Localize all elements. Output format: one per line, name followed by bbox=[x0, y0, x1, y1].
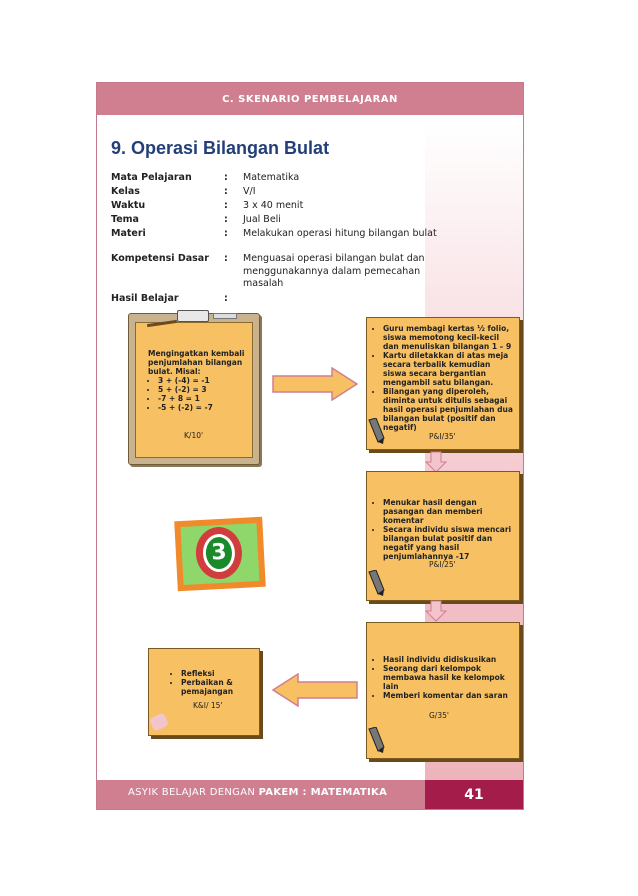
activity-item: Guru membagi kertas ½ folio, siswa memot… bbox=[383, 324, 513, 351]
info-key: Waktu bbox=[111, 200, 146, 211]
info-key: Hasil Belajar bbox=[111, 293, 179, 304]
activity-item: Secara individu siswa mencari bilangan b… bbox=[383, 525, 513, 561]
activity-item: Refleksi bbox=[181, 669, 255, 678]
board-item: -7 + 8 = 1 bbox=[158, 394, 248, 403]
activity-item: Memberi komentar dan saran bbox=[383, 691, 513, 700]
page-number: 41 bbox=[425, 780, 523, 809]
activity-item: Perbaikan & pemajangan bbox=[181, 678, 255, 696]
arrow-down-icon bbox=[425, 451, 447, 473]
activity-item: Kartu diletakkan di atas meja secara ter… bbox=[383, 351, 513, 387]
info-value: Menguasai operasi bilangan bulat dan men… bbox=[243, 253, 425, 289]
footer-prefix: ASYIK BELAJAR DENGAN bbox=[128, 787, 259, 798]
info-key: Tema bbox=[111, 214, 139, 225]
activity-box-3: Hasil individu didiskusikan Seorang dari… bbox=[366, 622, 520, 759]
activity-item: Bilangan yang diperoleh, diminta untuk d… bbox=[383, 387, 513, 432]
activity-box-2: Menukar hasil dengan pasangan dan member… bbox=[366, 471, 520, 601]
board-item: 5 + (-2) = 3 bbox=[158, 385, 248, 394]
info-colon: : bbox=[224, 200, 228, 211]
info-key: Materi bbox=[111, 228, 146, 239]
info-colon: : bbox=[224, 293, 228, 304]
activity-item: Seorang dari kelompok membawa hasil ke k… bbox=[383, 664, 513, 691]
info-colon: : bbox=[224, 228, 228, 239]
board-code: K/10' bbox=[184, 431, 204, 440]
arrow-right-icon bbox=[272, 367, 358, 401]
info-value: Matematika bbox=[243, 172, 300, 183]
info-colon: : bbox=[224, 172, 228, 183]
decorative-number-badge: 3 bbox=[174, 516, 266, 592]
board-item: -5 + (-2) = -7 bbox=[158, 403, 248, 412]
activity-code: P&I/25' bbox=[429, 560, 456, 569]
activity-box-4: Refleksi Perbaikan & pemajangan K&I/ 15' bbox=[148, 648, 260, 736]
chalkboard: Mengingatkan kembali penjumlahan bilanga… bbox=[128, 310, 260, 465]
info-colon: : bbox=[224, 253, 228, 264]
section-header: C. SKENARIO PEMBELAJARAN bbox=[97, 83, 523, 115]
info-value: Jual Beli bbox=[243, 214, 281, 225]
board-item: 3 + (-4) = -1 bbox=[158, 376, 248, 385]
info-value: V/I bbox=[243, 186, 256, 197]
chalkboard-surface: Mengingatkan kembali penjumlahan bilanga… bbox=[135, 322, 253, 458]
pencil-icon bbox=[368, 570, 385, 596]
arrow-left-icon bbox=[272, 673, 358, 707]
footer-text: ASYIK BELAJAR DENGAN PAKEM : MATEMATIKA bbox=[128, 787, 387, 798]
info-key: Mata Pelajaran bbox=[111, 172, 192, 183]
board-text: Mengingatkan kembali penjumlahan bilanga… bbox=[148, 349, 248, 412]
info-colon: : bbox=[224, 214, 228, 225]
activity-code: G/35' bbox=[429, 711, 449, 720]
activity-box-1: Guru membagi kertas ½ folio, siswa memot… bbox=[366, 317, 520, 450]
info-key: Kelas bbox=[111, 186, 140, 197]
board-intro: Mengingatkan kembali penjumlahan bilanga… bbox=[148, 349, 245, 376]
board-list: 3 + (-4) = -1 5 + (-2) = 3 -7 + 8 = 1 -5… bbox=[148, 376, 248, 412]
info-colon: : bbox=[224, 186, 228, 197]
activity-code: K&I/ 15' bbox=[193, 701, 223, 710]
eraser-icon bbox=[177, 310, 209, 322]
arrow-down-icon bbox=[425, 600, 447, 622]
page-frame bbox=[96, 82, 524, 810]
info-value: Melakukan operasi hitung bilangan bulat bbox=[243, 228, 437, 239]
chalk-icon bbox=[213, 313, 237, 319]
activity-code: P&I/35' bbox=[429, 432, 456, 441]
footer-bold: PAKEM : MATEMATIKA bbox=[258, 787, 388, 798]
info-key: Kompetensi Dasar bbox=[111, 253, 209, 264]
page-title: 9. Operasi Bilangan Bulat bbox=[111, 138, 330, 158]
activity-item: Menukar hasil dengan pasangan dan member… bbox=[383, 498, 513, 525]
hand-icon bbox=[148, 712, 170, 732]
info-value: 3 x 40 menit bbox=[243, 200, 304, 211]
pencil-icon bbox=[368, 727, 385, 753]
pencil-icon bbox=[368, 418, 385, 444]
activity-item: Hasil individu didiskusikan bbox=[383, 655, 513, 664]
